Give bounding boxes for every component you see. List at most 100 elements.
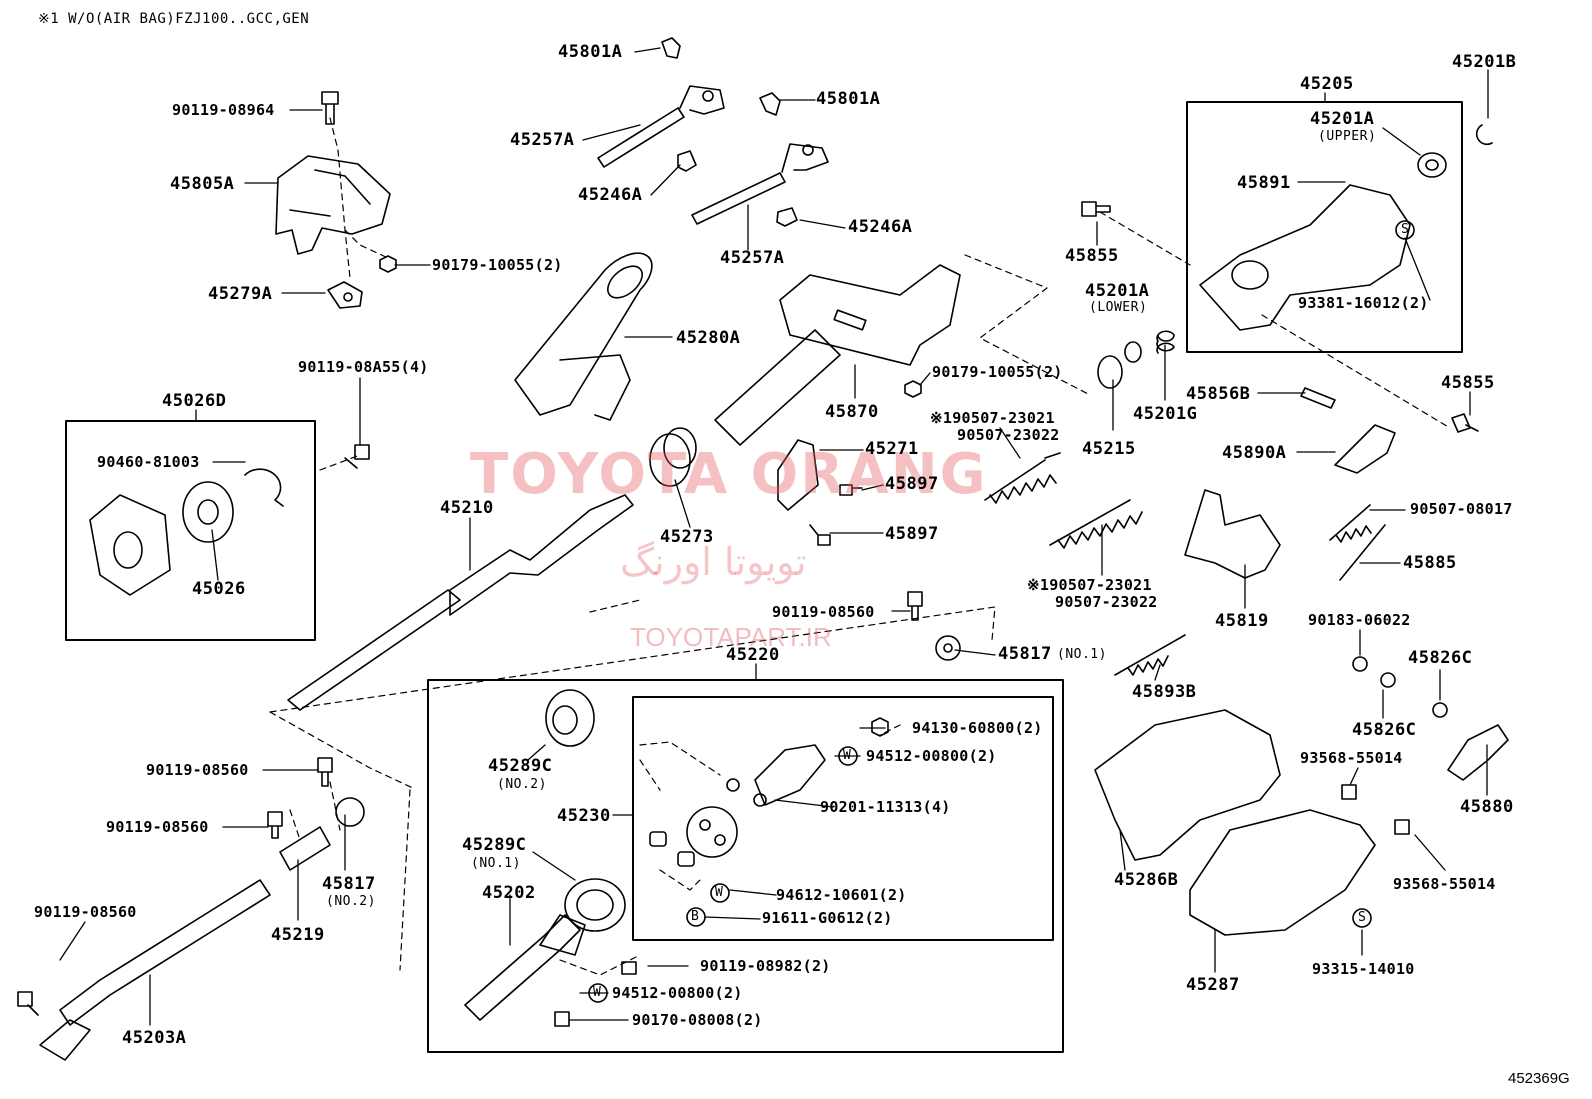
label-94130-60800[interactable]: 94130-60800(2)	[912, 719, 1043, 737]
label-45271[interactable]: 45271	[865, 439, 919, 459]
part-45202-flange	[539, 914, 586, 956]
part-45230-ring-a	[726, 778, 740, 792]
label-90183-06022[interactable]: 90183-06022	[1308, 611, 1411, 629]
note-no1-b: (NO.1)	[471, 856, 521, 871]
label-45856b[interactable]: 45856B	[1186, 384, 1251, 404]
label-45870[interactable]: 45870	[825, 402, 879, 422]
part-bolt-90119-08560-c	[267, 811, 283, 839]
label-93381-16012[interactable]: 93381-16012(2)	[1298, 294, 1429, 312]
label-45287[interactable]: 45287	[1186, 975, 1240, 995]
label-94512-00800-a[interactable]: 94512-00800(2)	[866, 747, 997, 765]
label-90179-10055-top[interactable]: 90179-10055(2)	[432, 256, 563, 274]
label-90119-08a55[interactable]: 90119-08A55(4)	[298, 358, 429, 376]
label-45257a-2[interactable]: 45257A	[720, 248, 785, 268]
label-45289c-no2[interactable]: 45289C	[488, 756, 553, 776]
label-45215[interactable]: 45215	[1082, 439, 1136, 459]
label-45826c-1[interactable]: 45826C	[1408, 648, 1473, 668]
label-91611-g0612[interactable]: 91611-G0612(2)	[762, 909, 893, 927]
part-bolt-90119-08964	[321, 91, 339, 125]
label-90179-10055-mid[interactable]: 90179-10055(2)	[932, 363, 1063, 381]
label-45280a[interactable]: 45280A	[676, 328, 741, 348]
label-90170-08008[interactable]: 90170-08008(2)	[632, 1011, 763, 1029]
label-90119-08560-d[interactable]: 90119-08560	[34, 903, 137, 921]
label-93568-55014-b[interactable]: 93568-55014	[1393, 875, 1496, 893]
w-mark-3-circle	[588, 983, 608, 1003]
label-45201g[interactable]: 45201G	[1133, 404, 1198, 424]
part-nut-90170-08008	[554, 1011, 570, 1027]
label-45201a-upper[interactable]: 45201A	[1310, 109, 1375, 129]
label-94612-10601[interactable]: 94612-10601(2)	[776, 886, 907, 904]
label-45289c-no1[interactable]: 45289C	[462, 835, 527, 855]
label-90119-08982[interactable]: 90119-08982(2)	[700, 957, 831, 975]
label-45246a-1[interactable]: 45246A	[578, 185, 643, 205]
part-45230-ring-b	[753, 793, 767, 807]
label-45897-1[interactable]: 45897	[885, 474, 939, 494]
part-45893b-spring	[1114, 634, 1186, 676]
b-mark: B	[691, 909, 700, 924]
label-spring-2b[interactable]: 90507-23022	[1055, 593, 1158, 611]
label-45205[interactable]: 45205	[1300, 74, 1354, 94]
watermark-url: TOYOTAPART.IR	[630, 622, 832, 652]
label-90201-11313[interactable]: 90201-11313(4)	[820, 798, 951, 816]
s-mark-2-circle	[1352, 908, 1372, 928]
label-45273[interactable]: 45273	[660, 527, 714, 547]
part-45230-disc-h2	[714, 834, 726, 846]
part-45805a-detail	[289, 169, 371, 217]
label-45855-2[interactable]: 45855	[1441, 373, 1495, 393]
label-45026d[interactable]: 45026D	[162, 391, 227, 411]
label-spring-2a[interactable]: ※190507-23021	[1027, 576, 1152, 594]
label-45210[interactable]: 45210	[440, 498, 494, 518]
label-45026[interactable]: 45026	[192, 579, 246, 599]
part-45201g-spring	[1156, 330, 1175, 354]
label-45286b[interactable]: 45286B	[1114, 870, 1179, 890]
label-45201b[interactable]: 45201B	[1452, 52, 1517, 72]
part-45885-rod	[1339, 524, 1386, 581]
part-45205-housing	[1199, 184, 1411, 331]
label-45891[interactable]: 45891	[1237, 173, 1291, 193]
label-45230[interactable]: 45230	[557, 806, 611, 826]
label-90507-08017[interactable]: 90507-08017	[1410, 500, 1513, 518]
label-45819[interactable]: 45819	[1215, 611, 1269, 631]
label-45201a-lower[interactable]: 45201A	[1085, 281, 1150, 301]
label-45220[interactable]: 45220	[726, 645, 780, 665]
part-bolt-90119-08560-a	[907, 591, 923, 621]
label-45203a[interactable]: 45203A	[122, 1028, 187, 1048]
label-spring-1a[interactable]: ※190507-23021	[930, 409, 1055, 427]
label-90119-08560-a[interactable]: 90119-08560	[772, 603, 875, 621]
label-45279a[interactable]: 45279A	[208, 284, 273, 304]
part-45880-lever	[1447, 724, 1509, 781]
part-45230-coupling	[754, 744, 826, 806]
label-90460-81003[interactable]: 90460-81003	[97, 453, 200, 471]
label-45202[interactable]: 45202	[482, 883, 536, 903]
label-45801a-mid[interactable]: 45801A	[816, 89, 881, 109]
label-45880[interactable]: 45880	[1460, 797, 1514, 817]
label-90119-08560-b[interactable]: 90119-08560	[146, 761, 249, 779]
label-45246a-2[interactable]: 45246A	[848, 217, 913, 237]
label-90119-08560-c[interactable]: 90119-08560	[106, 818, 209, 836]
label-90119-08964[interactable]: 90119-08964	[172, 101, 275, 119]
label-45817-no1[interactable]: 45817	[998, 644, 1052, 664]
w-mark-3: W	[593, 985, 602, 1000]
label-45219[interactable]: 45219	[271, 925, 325, 945]
label-45885[interactable]: 45885	[1403, 553, 1457, 573]
part-45280a-end	[607, 265, 643, 299]
label-45257a-1[interactable]: 45257A	[510, 130, 575, 150]
label-93568-55014-a[interactable]: 93568-55014	[1300, 749, 1403, 767]
part-45289c-no1	[564, 878, 626, 932]
label-45893b[interactable]: 45893B	[1132, 682, 1197, 702]
part-45819-bracket	[1184, 489, 1281, 579]
part-spring-upper	[984, 452, 1061, 504]
label-94512-00800-b[interactable]: 94512-00800(2)	[612, 984, 743, 1002]
label-45855-1[interactable]: 45855	[1065, 246, 1119, 266]
label-93315-14010[interactable]: 93315-14010	[1312, 960, 1415, 978]
label-45801a-top[interactable]: 45801A	[558, 42, 623, 62]
label-45817-no2[interactable]: 45817	[322, 874, 376, 894]
label-45826c-2[interactable]: 45826C	[1352, 720, 1417, 740]
label-45897-2[interactable]: 45897	[885, 524, 939, 544]
label-45805a[interactable]: 45805A	[170, 174, 235, 194]
label-spring-1b[interactable]: 90507-23022	[957, 426, 1060, 444]
part-93568-screw-a	[1341, 784, 1357, 800]
label-45890a[interactable]: 45890A	[1222, 443, 1287, 463]
